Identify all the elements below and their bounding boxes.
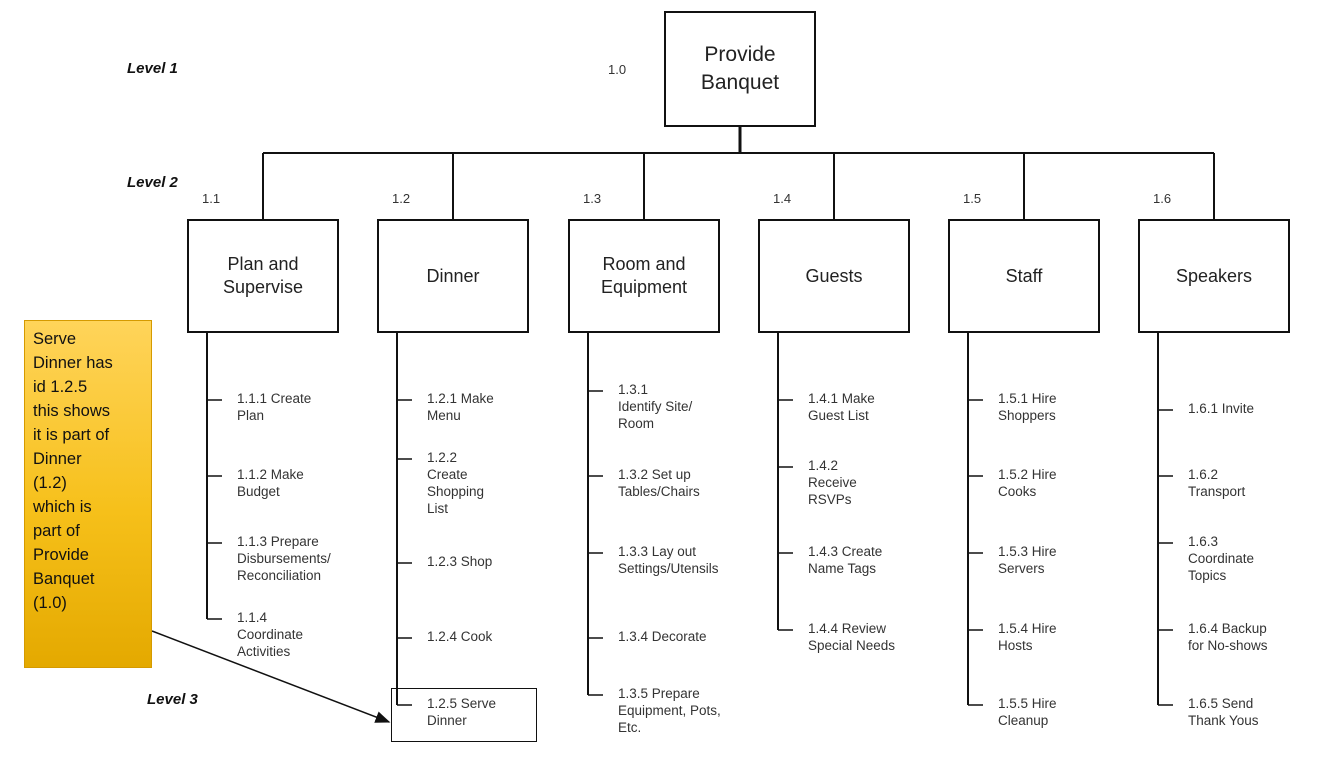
highlight-serve-dinner bbox=[391, 688, 537, 742]
task-1.1-1: 1.1.1 Create Plan bbox=[237, 391, 312, 423]
branch-box-1.1: Plan and Supervise bbox=[187, 219, 339, 333]
task-1.2-3: 1.2.3 Shop bbox=[427, 554, 493, 569]
level-2-label: Level 2 bbox=[127, 174, 178, 191]
branch-box-1.4: Guests bbox=[758, 219, 910, 333]
task-1.5-5: 1.5.5 Hire Cleanup bbox=[998, 696, 1057, 728]
task-1.1-4: 1.1.4 Coordinate Activities bbox=[237, 610, 304, 659]
task-1.5-1: 1.5.1 Hire Shoppers bbox=[998, 391, 1057, 423]
task-1.4-3: 1.4.3 Create Name Tags bbox=[808, 544, 883, 576]
task-1.3-5: 1.3.5 Prepare Equipment, Pots, Etc. bbox=[618, 686, 721, 735]
branch-id-1.2: 1.2 bbox=[392, 191, 411, 206]
branch-box-1.6: Speakers bbox=[1138, 219, 1290, 333]
task-1.6-4: 1.6.4 Backup for No-shows bbox=[1188, 621, 1268, 653]
task-1.2-5: 1.2.5 Serve Dinner bbox=[427, 696, 497, 728]
task-1.5-4: 1.5.4 Hire Hosts bbox=[998, 621, 1057, 653]
task-1.5-3: 1.5.3 Hire Servers bbox=[998, 544, 1057, 576]
task-1.6-5: 1.6.5 Send Thank Yous bbox=[1188, 696, 1259, 728]
task-1.3-3: 1.3.3 Lay out Settings/Utensils bbox=[618, 544, 719, 576]
task-1.1-3: 1.1.3 Prepare Disbursements/ Reconciliat… bbox=[237, 534, 331, 583]
task-1.3-2: 1.3.2 Set up Tables/Chairs bbox=[618, 467, 700, 499]
task-1.4-1: 1.4.1 Make Guest List bbox=[808, 391, 875, 423]
callout-arrow bbox=[151, 630, 391, 723]
branch-id-1.4: 1.4 bbox=[773, 191, 792, 206]
level-3-label: Level 3 bbox=[147, 691, 198, 708]
branch-box-1.3: Room and Equipment bbox=[568, 219, 720, 333]
branch-box-1.2: Dinner bbox=[377, 219, 529, 333]
root-box-provide-banquet: Provide Banquet bbox=[664, 11, 816, 127]
task-1.3-4: 1.3.4 Decorate bbox=[618, 629, 707, 644]
task-1.6-2: 1.6.2 Transport bbox=[1188, 467, 1246, 499]
task-1.2-4: 1.2.4 Cook bbox=[427, 629, 493, 644]
level-1-label: Level 1 bbox=[127, 60, 178, 77]
task-1.2-1: 1.2.1 Make Menu bbox=[427, 391, 494, 423]
task-1.5-2: 1.5.2 Hire Cooks bbox=[998, 467, 1057, 499]
branch-id-1.3: 1.3 bbox=[583, 191, 602, 206]
branch-id-1.5: 1.5 bbox=[963, 191, 982, 206]
root-id: 1.0 bbox=[608, 62, 627, 77]
branch-id-1.6: 1.6 bbox=[1153, 191, 1172, 206]
branch-box-1.5: Staff bbox=[948, 219, 1100, 333]
branch-id-1.1: 1.1 bbox=[202, 191, 221, 206]
task-1.6-1: 1.6.1 Invite bbox=[1188, 401, 1255, 416]
task-1.6-3: 1.6.3 Coordinate Topics bbox=[1188, 534, 1255, 583]
task-1.2-2: 1.2.2 Create Shopping List bbox=[427, 450, 485, 516]
task-1.4-4: 1.4.4 Review Special Needs bbox=[808, 621, 896, 653]
task-1.1-2: 1.1.2 Make Budget bbox=[237, 467, 304, 499]
task-1.4-2: 1.4.2 Receive RSVPs bbox=[808, 458, 857, 507]
callout-note: Serve Dinner has id 1.2.5 this shows it … bbox=[24, 320, 152, 668]
task-1.3-1: 1.3.1 Identify Site/ Room bbox=[618, 382, 693, 431]
